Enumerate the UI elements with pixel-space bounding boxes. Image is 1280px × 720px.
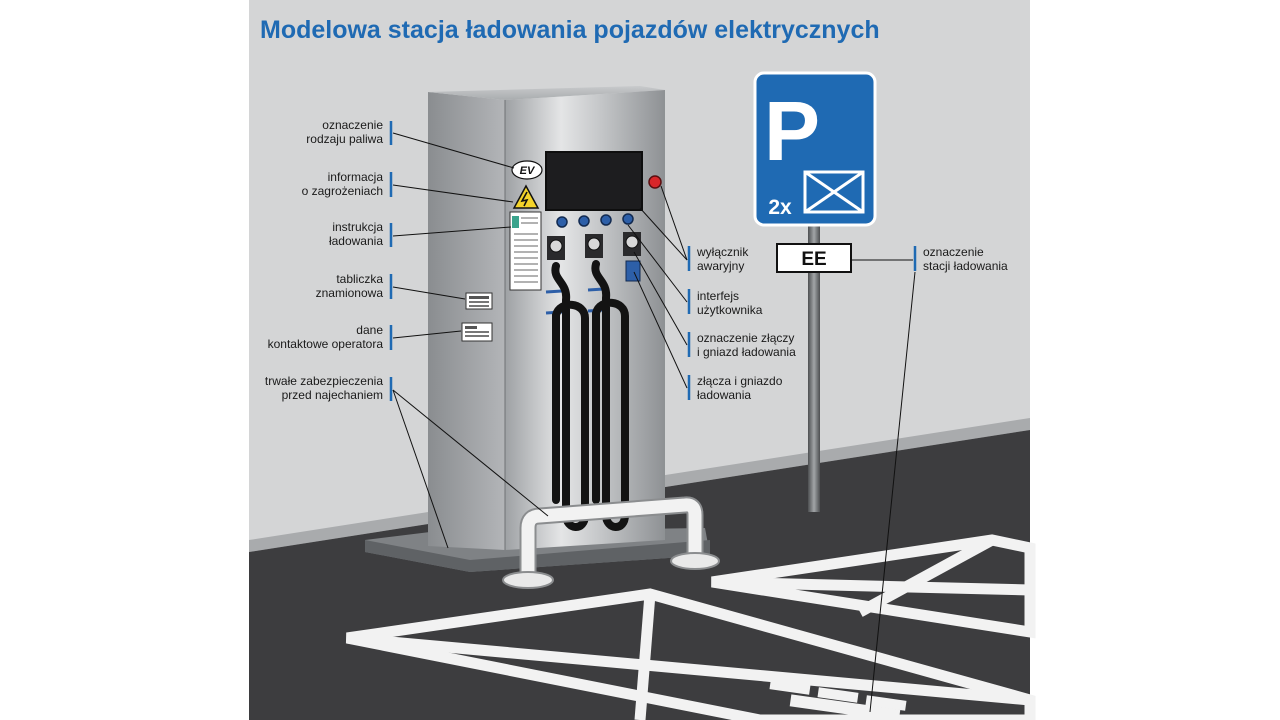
label-charging-instructions: instrukcja ładowania xyxy=(329,220,383,248)
label-hazard-info: informacja o zagrożeniach xyxy=(302,170,384,198)
label-emergency-switch-line1: wyłącznik xyxy=(696,245,749,259)
parking-sign-ev-icon xyxy=(803,170,865,214)
ev-badge-text: EV xyxy=(520,165,536,177)
label-connector-marking-line1: oznaczenie złączy xyxy=(697,331,794,345)
charging-cables xyxy=(551,260,629,531)
label-fuel-marking: oznaczenie rodzaju paliwa xyxy=(306,118,383,146)
label-emergency-switch-line2: awaryjny xyxy=(697,259,744,273)
label-rating-plate: tabliczka znamionowa xyxy=(316,272,384,300)
label-hazard-info-line2: o zagrożeniach xyxy=(302,184,383,198)
label-emergency-switch: wyłącznik awaryjny xyxy=(696,245,749,273)
label-charging-instructions-line1: instrukcja xyxy=(332,220,383,234)
parking-sign-count: 2x xyxy=(768,196,792,219)
rating-plate xyxy=(465,292,493,310)
label-connectors-line2: ładowania xyxy=(697,388,751,402)
right-label-markers xyxy=(687,246,917,400)
parking-sign-symbol: P xyxy=(764,84,820,178)
label-connector-marking-line2: i gniazd ładowania xyxy=(697,345,796,359)
label-collision-protection-line1: trwałe zabezpieczenia xyxy=(265,374,383,388)
floor-ee-marking xyxy=(769,679,907,720)
label-user-interface-line2: użytkownika xyxy=(697,303,763,317)
label-rating-plate-line1: tabliczka xyxy=(336,272,383,286)
label-station-marking-line1: oznaczenie xyxy=(923,245,984,259)
ev-badge xyxy=(511,160,543,180)
label-connectors: złącza i gniazdo ładowania xyxy=(697,374,783,402)
label-operator-contact-line2: kontaktowe operatora xyxy=(268,337,384,351)
label-user-interface: interfejs użytkownika xyxy=(697,289,763,317)
label-collision-protection-line2: przed najechaniem xyxy=(282,388,383,402)
label-connector-marking: oznaczenie złączy i gniazd ładowania xyxy=(697,331,796,359)
left-leader-lines xyxy=(392,132,549,549)
label-station-marking-line2: stacji ładowania xyxy=(923,259,1008,273)
label-station-marking: oznaczenie stacji ładowania xyxy=(923,245,1008,273)
connector-sockets xyxy=(547,232,641,282)
label-connectors-line1: złącza i gniazdo xyxy=(697,374,783,388)
label-operator-contact: dane kontaktowe operatora xyxy=(268,323,384,351)
label-user-interface-line1: interfejs xyxy=(697,289,739,303)
sign-pole xyxy=(808,222,820,512)
station-plate xyxy=(776,243,852,273)
operator-plate xyxy=(461,322,493,342)
hazard-sign xyxy=(512,184,540,209)
station-plate-text: EE xyxy=(801,249,826,270)
emergency-switch xyxy=(648,175,662,189)
label-operator-contact-line1: dane xyxy=(356,323,383,337)
label-collision-protection: trwałe zabezpieczenia przed najechaniem xyxy=(265,374,383,402)
user-interface-screen xyxy=(545,151,643,211)
label-charging-instructions-line2: ładowania xyxy=(329,234,383,248)
label-fuel-marking-line1: oznaczenie xyxy=(322,118,383,132)
interface-buttons xyxy=(556,213,634,228)
protective-barrier xyxy=(502,496,720,589)
parking-markings xyxy=(345,534,1036,720)
right-leader-lines xyxy=(627,185,916,713)
page-title: Modelowa stacja ładowania pojazdów elekt… xyxy=(260,16,880,44)
parking-sign xyxy=(753,71,877,227)
label-fuel-marking-line2: rodzaju paliwa xyxy=(306,132,383,146)
label-hazard-info-line1: informacja xyxy=(328,170,384,184)
label-rating-plate-line2: znamionowa xyxy=(316,286,384,300)
